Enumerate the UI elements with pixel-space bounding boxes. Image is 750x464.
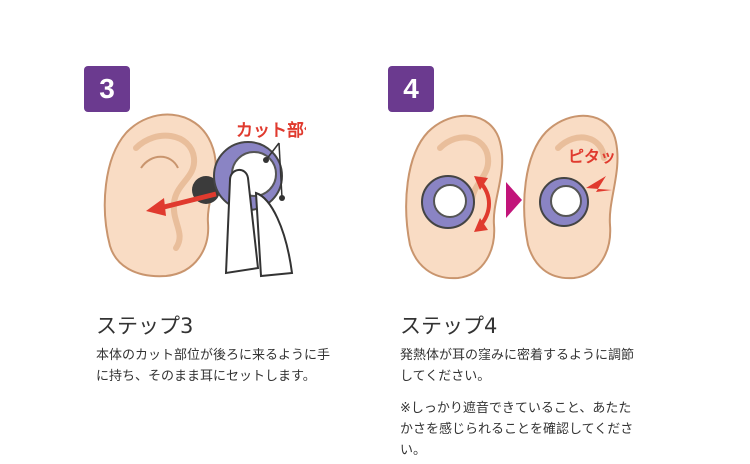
- step4-description: 発熱体が耳の窪みに密着するように調節 してください。: [400, 345, 675, 387]
- arrow-left-icon: [159, 191, 217, 211]
- step3-desc-line: 本体のカット部位が後ろに来るように手: [96, 348, 331, 363]
- step4-illustration: ピタッ: [405, 114, 619, 280]
- arrow-left-head: [146, 198, 166, 216]
- callout-dot-bottom: [279, 195, 285, 201]
- thumb: [224, 169, 260, 275]
- step3-desc-line: に持ち、そのまま耳にセットします。: [96, 369, 316, 384]
- step4-note: ※しっかり遮音できていること、あたた かさを感じられることを確認してくださ い。: [400, 398, 675, 461]
- impact-icon: [586, 176, 612, 192]
- step3-badge: 3: [84, 66, 130, 112]
- earplug-left-inner: [433, 184, 467, 218]
- step4-note-line: かさを感じられることを確認してくださ: [400, 422, 634, 437]
- pita-label: ピタッ: [568, 147, 616, 166]
- earplug-right-inner: [550, 185, 582, 217]
- step3-description: 本体のカット部位が後ろに来るように手 に持ち、そのまま耳にセットします。: [96, 345, 371, 387]
- arrow-curved-head-bottom: [474, 218, 488, 232]
- step4-note-line: い。: [400, 443, 427, 458]
- ear-inner-fold: [133, 132, 198, 251]
- step3-title: ステップ3: [96, 314, 194, 338]
- step3-illustration: カット部位: [103, 113, 306, 278]
- callout-line-bottom: [278, 142, 283, 199]
- ear-inner-line: [140, 155, 179, 169]
- step4-badge: 4: [388, 66, 434, 112]
- finger: [254, 191, 294, 278]
- cut-label: カット部位: [236, 120, 306, 141]
- arrow-curved-head-top: [474, 176, 488, 190]
- step4-desc-line: してください。: [400, 369, 491, 384]
- callout-dot-top: [263, 157, 269, 163]
- step4-title: ステップ4: [400, 314, 498, 338]
- step4-desc-line: 発熱体が耳の窪みに密着するように調節: [400, 348, 635, 363]
- chevron-right-icon: [506, 182, 522, 218]
- step4-note-line: ※しっかり遮音できていること、あたた: [400, 401, 632, 416]
- callout-line-top: [265, 142, 280, 161]
